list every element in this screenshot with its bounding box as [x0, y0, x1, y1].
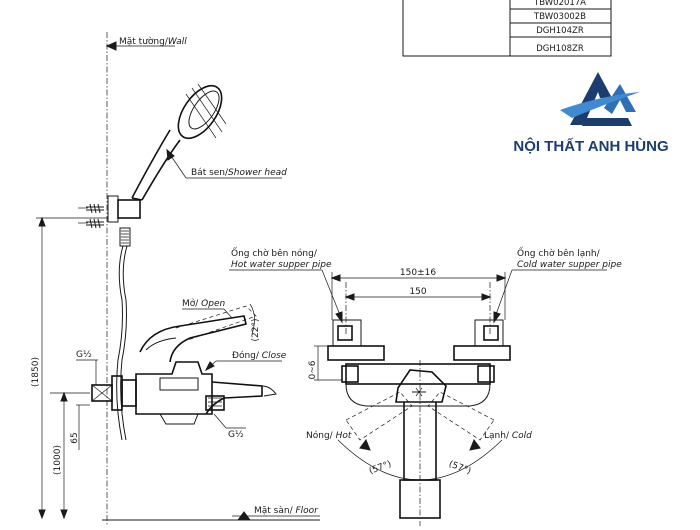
mixer-body: [341, 363, 495, 407]
handle-rotation: [337, 391, 503, 481]
cold-inlet: [453, 319, 511, 361]
cold-pipe-label: Ống chờ bên lạnh/: [517, 246, 601, 259]
brand-logo: [560, 72, 640, 126]
dim-150-16: 150±16: [400, 268, 436, 278]
faucet-body: [135, 303, 277, 425]
dim-150: 150: [409, 287, 426, 297]
screw-icon: [78, 203, 104, 229]
hot-label: Nóng/ Hot: [306, 430, 352, 441]
dim-1000: (1000): [53, 445, 63, 475]
cold-label: Lạnh/ Cold: [484, 431, 532, 441]
close-label: Đóng/ Close: [232, 350, 287, 361]
front-view: Ống chờ bên nóng/ Hot water supper pipe …: [229, 246, 622, 526]
thread-label-top: G½: [76, 350, 92, 360]
handle: [395, 360, 447, 526]
angle-22: (22°): [251, 319, 261, 342]
cold-pipe-label-en: Cold water supper pipe: [517, 260, 622, 270]
table-row-2: TBW03002B: [533, 12, 586, 22]
dim-65: 65: [70, 432, 80, 443]
table-row-1: TBW02017A: [533, 0, 586, 8]
dim-0-6: 0~6: [308, 360, 318, 379]
shower-head-icon: [131, 83, 227, 201]
parts-table: TBW02017A TBW03002B DGH104ZR DGH108ZR: [402, 0, 612, 57]
hot-pipe-label-en: Hot water supper pipe: [231, 260, 332, 270]
table-row-4: DGH108ZR: [536, 44, 584, 54]
hot-pipe-label: Ống chờ bên nóng/: [231, 246, 318, 259]
dim-1850: (1850): [31, 357, 41, 387]
table-row-3: DGH104ZR: [536, 26, 584, 36]
shower-head-label: Bát sen/Shower head: [191, 168, 287, 178]
hot-inlet: [327, 319, 385, 361]
floor-label: Mặt sàn/ Floor: [254, 506, 319, 516]
thread-label-bottom: G½: [228, 430, 244, 440]
open-label: Mở/ Open: [182, 298, 226, 309]
side-view: Mặt tường/Wall Bát sen/Shower head: [31, 32, 320, 526]
hose: [116, 227, 131, 441]
brand-name: NỘI THẤT ANH HÙNG: [513, 137, 668, 155]
wall-label: Mặt tường/Wall: [119, 36, 187, 47]
